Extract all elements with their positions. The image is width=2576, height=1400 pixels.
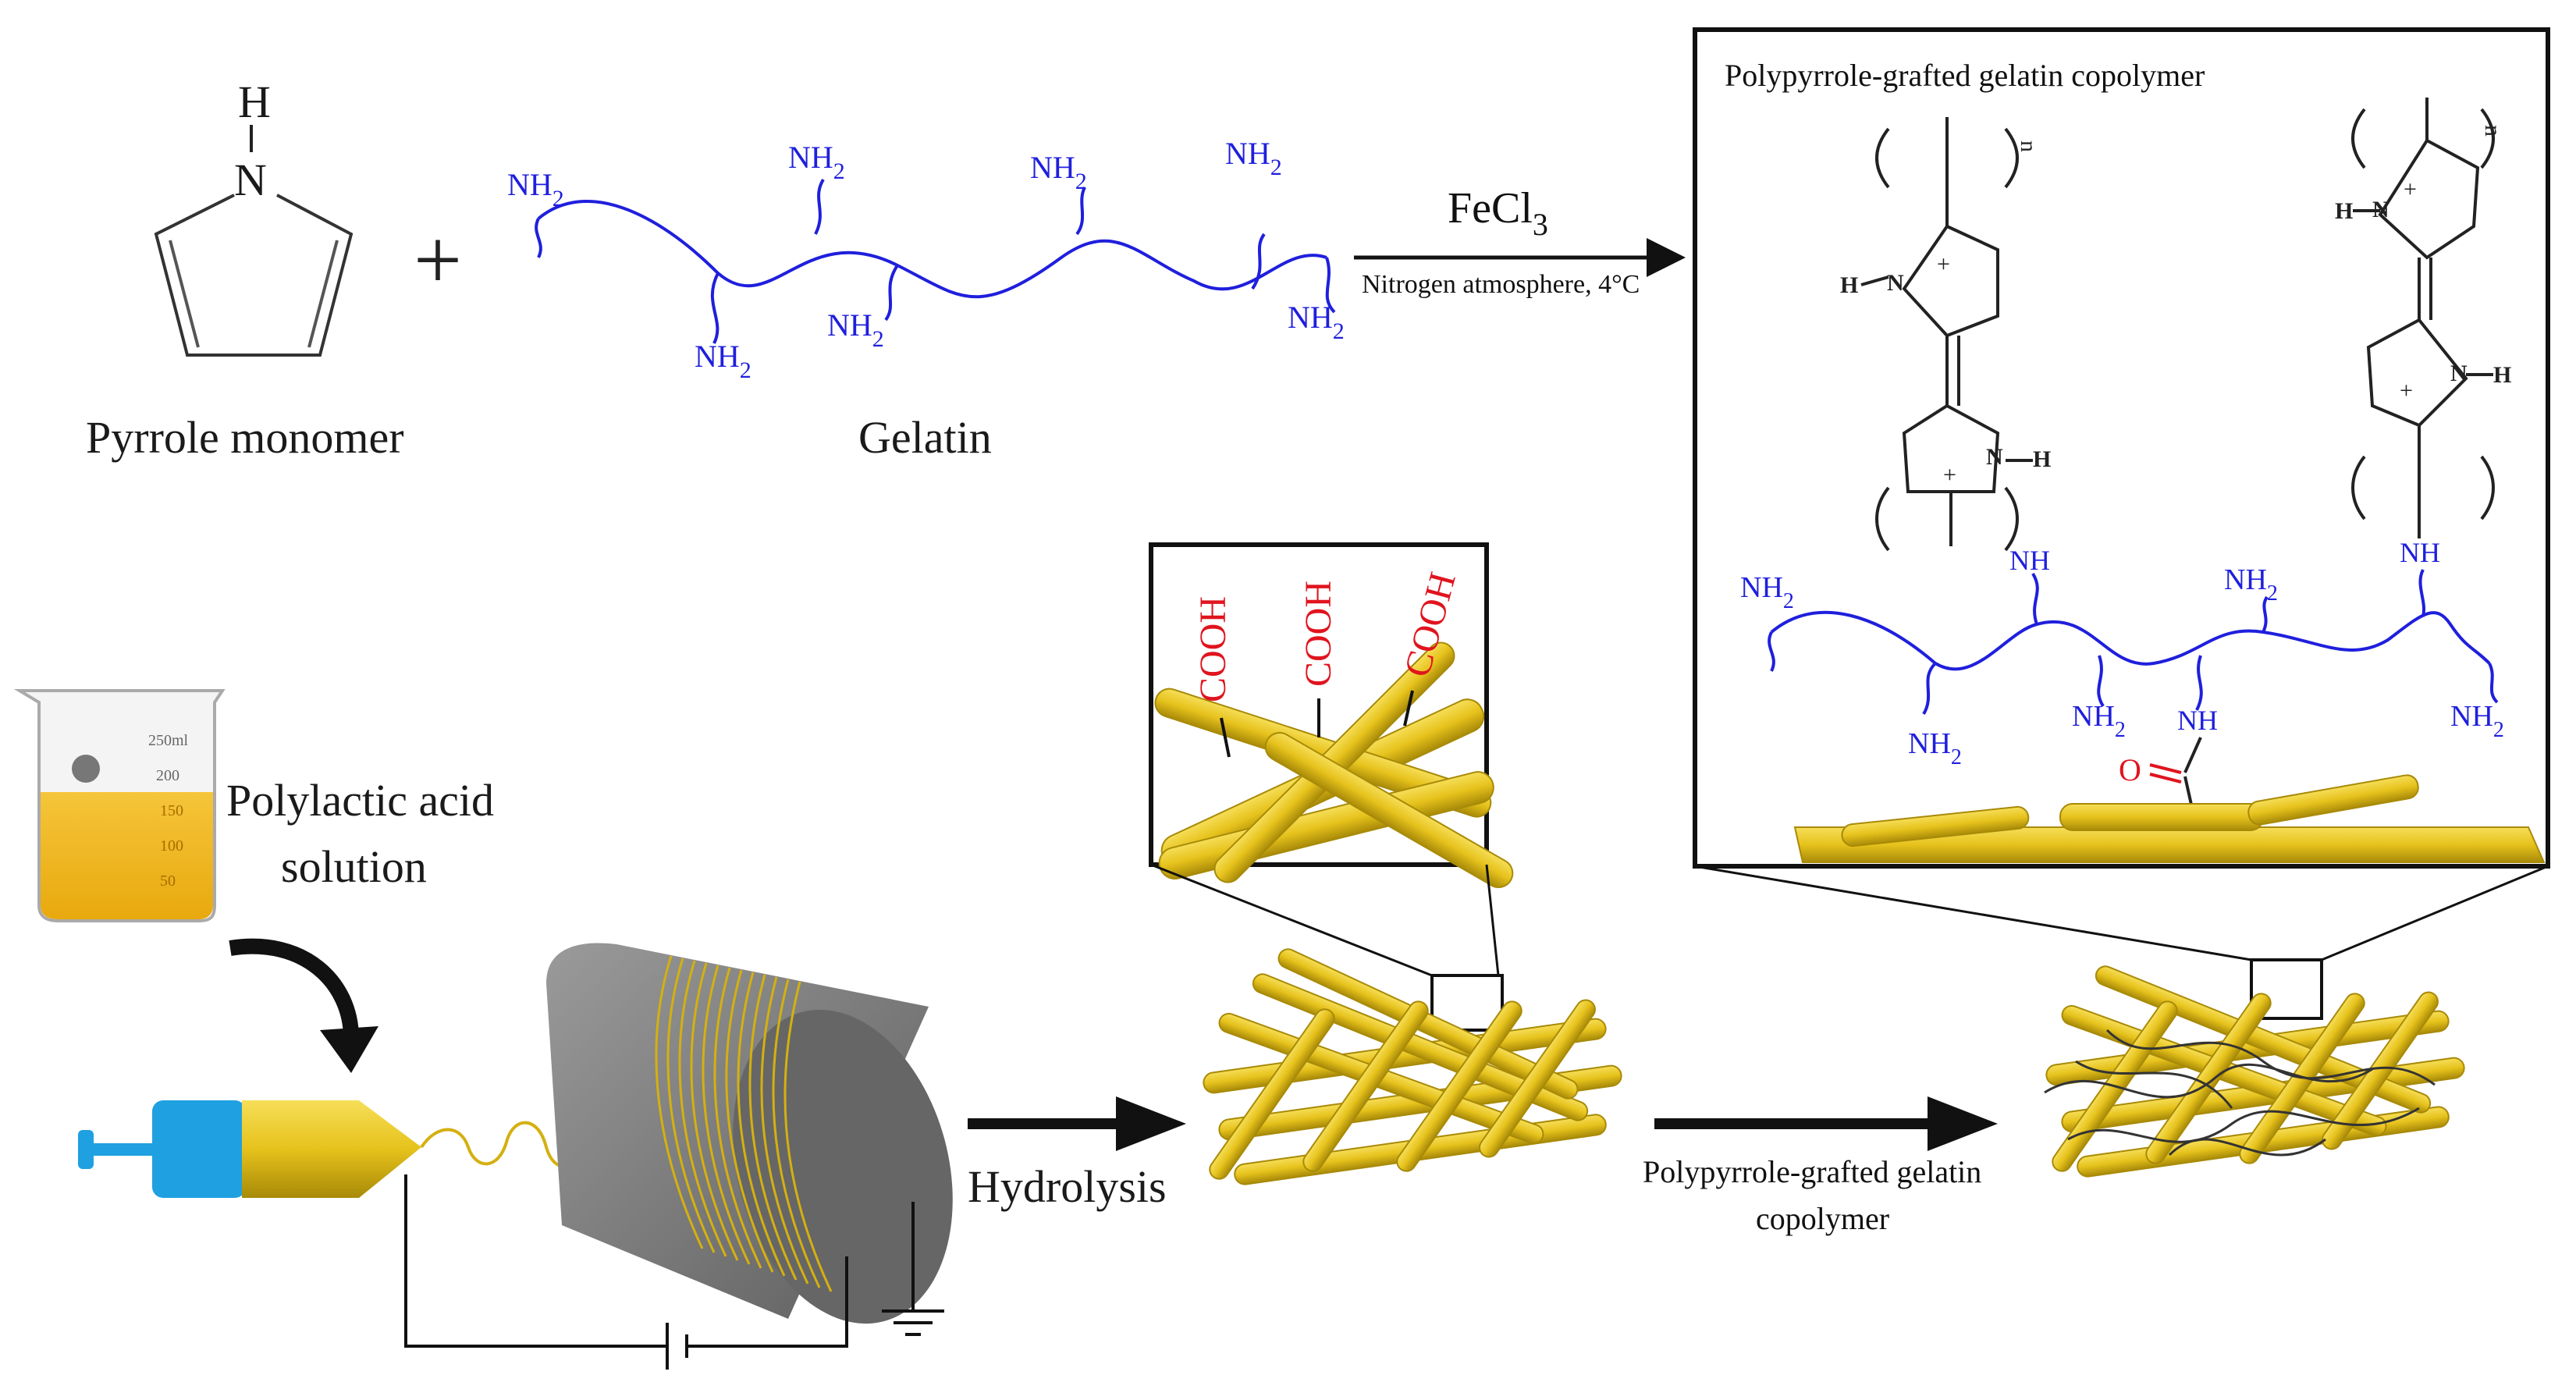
grafted-fiber-mat xyxy=(2044,965,2465,1178)
svg-text:NH2: NH2 xyxy=(507,167,564,211)
svg-text:N: N xyxy=(1986,444,2003,470)
svg-text:NH2: NH2 xyxy=(1908,727,1962,769)
nh2-label-5: NH2 xyxy=(695,339,751,383)
svg-text:H: H xyxy=(2493,362,2511,388)
conditions-label: Nitrogen atmosphere, 4°C xyxy=(1362,270,1640,299)
svg-text:+: + xyxy=(2400,378,2413,403)
nh2-label-6: NH2 xyxy=(827,307,884,352)
svg-text:NH2: NH2 xyxy=(1740,571,1794,613)
svg-text:NH: NH xyxy=(2009,545,2050,576)
nh2-label-2: NH2 xyxy=(788,140,845,184)
svg-text:N: N xyxy=(2372,197,2389,222)
cooh-label-1: COOH xyxy=(1192,596,1234,702)
svg-text:H: H xyxy=(1840,272,1858,298)
svg-text:O: O xyxy=(2119,752,2141,787)
pyrrole-caption: Pyrrole monomer xyxy=(86,412,404,463)
zoom-marker-1 xyxy=(1430,974,1504,1032)
svg-text:NH2: NH2 xyxy=(1288,300,1345,344)
grafting-label-line1: Polypyrrole-grafted gelatin xyxy=(1643,1154,1981,1189)
pyrrole-n-atom: N xyxy=(234,155,267,205)
solution-label-line1: Polylactic acid xyxy=(226,775,494,826)
gelatin-caption: Gelatin xyxy=(858,412,992,463)
reaction-arrow: FeCl3 Nitrogen atmosphere, 4°C xyxy=(1354,184,1686,299)
beaker-icon: 250ml 200 150 100 50 xyxy=(13,689,226,922)
product-fiber-base xyxy=(1793,774,2546,863)
gelatin-structure: NH2 NH2 NH2 NH2 NH2 NH2 NH2 Gelatin xyxy=(507,136,1345,463)
nh2-label-1: NH2 xyxy=(507,167,564,211)
svg-text:NH2: NH2 xyxy=(2072,700,2126,742)
svg-text:NH2: NH2 xyxy=(1030,150,1087,194)
product-box-title: Polypyrrole-grafted gelatin copolymer xyxy=(1725,58,2205,93)
pyrrole-structure: H N Pyrrole monomer xyxy=(86,76,404,463)
nh2-label-4: NH2 xyxy=(1225,136,1282,180)
svg-text:NH2: NH2 xyxy=(695,339,751,383)
plus-sign: + xyxy=(414,212,462,307)
pour-arrow xyxy=(229,938,359,1039)
nh2-label-7: NH2 xyxy=(1288,300,1345,344)
svg-text:H: H xyxy=(2033,446,2051,472)
svg-text:N: N xyxy=(1887,270,1904,296)
svg-text:200: 200 xyxy=(156,767,179,784)
polypyrrole-left xyxy=(1860,117,2033,552)
grafting-label-line2: copolymer xyxy=(1756,1201,1889,1236)
svg-text:n: n xyxy=(2016,140,2041,152)
solution-label-line2: solution xyxy=(281,841,427,892)
hydrolysis-label: Hydrolysis xyxy=(968,1161,1167,1212)
cooh-label-2: COOH xyxy=(1298,581,1339,687)
fiber-zoom-box: COOH COOH COOH xyxy=(1149,542,1514,888)
reagent-label: FeCl3 xyxy=(1448,184,1548,242)
svg-text:n: n xyxy=(2480,125,2506,137)
polypyrrole-right xyxy=(2351,98,2495,538)
svg-text:NH2: NH2 xyxy=(788,140,845,184)
nh2-label-3: NH2 xyxy=(1030,150,1087,194)
hydrolyzed-fiber-mat xyxy=(1203,948,1622,1185)
svg-text:NH2: NH2 xyxy=(2450,700,2504,742)
svg-text:+: + xyxy=(1943,462,1956,488)
svg-text:250ml: 250ml xyxy=(148,732,189,749)
syringe-icon xyxy=(78,1100,421,1198)
svg-text:50: 50 xyxy=(160,872,176,890)
svg-text:NH: NH xyxy=(2400,537,2440,568)
svg-text:H: H xyxy=(2335,198,2353,224)
svg-text:+: + xyxy=(2404,176,2417,202)
svg-text:100: 100 xyxy=(160,837,183,855)
svg-text:NH2: NH2 xyxy=(827,307,884,352)
svg-text:NH2: NH2 xyxy=(2224,563,2278,606)
voltage-circuit xyxy=(404,1174,944,1370)
drum-collector xyxy=(546,943,953,1324)
svg-text:+: + xyxy=(1937,251,1950,277)
zoom-marker-2 xyxy=(2250,958,2323,1020)
svg-text:NH2: NH2 xyxy=(1225,136,1282,180)
pyrrole-h-atom: H xyxy=(238,76,271,127)
grafted-gelatin-chain xyxy=(1768,569,2499,716)
svg-text:N: N xyxy=(2450,361,2468,386)
svg-text:NH: NH xyxy=(2177,705,2218,736)
svg-text:150: 150 xyxy=(160,802,183,819)
product-box: Polypyrrole-grafted gelatin copolymer n … xyxy=(1693,27,2550,869)
